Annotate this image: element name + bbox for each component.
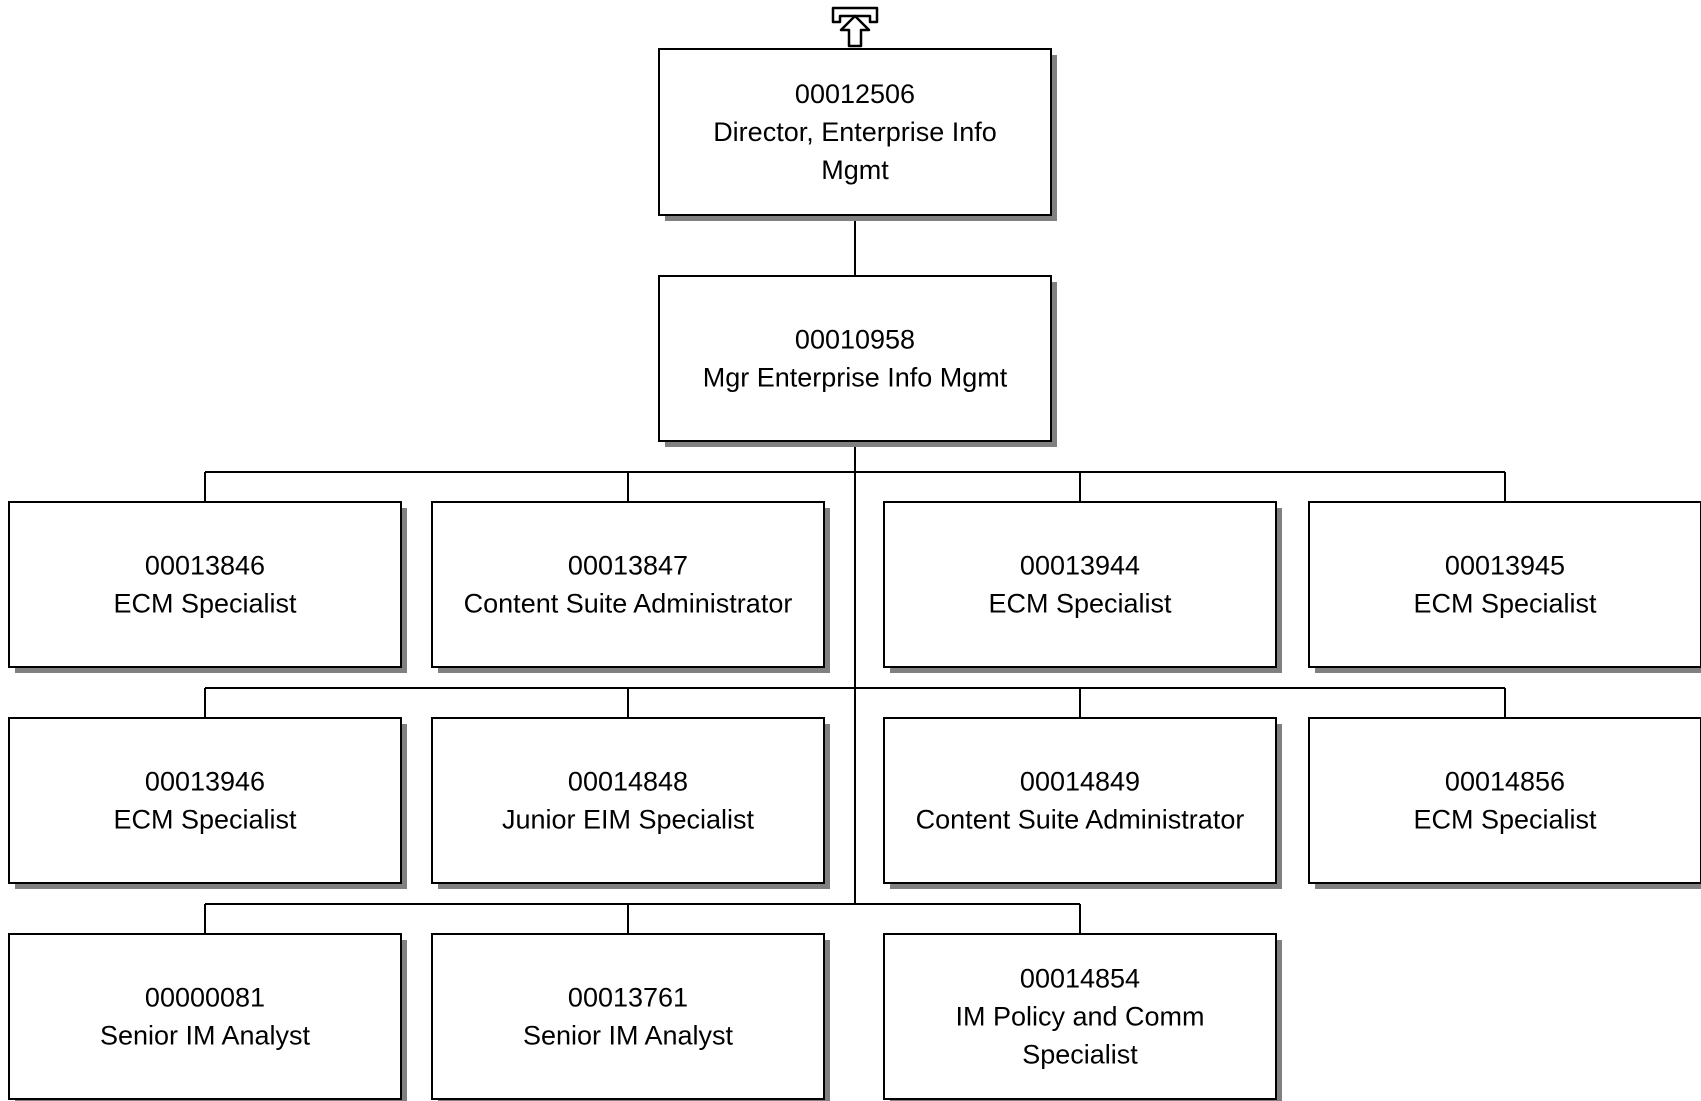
position-title: ECM Specialist xyxy=(1413,589,1597,619)
position-id: 00013846 xyxy=(145,551,265,581)
position-id: 00000081 xyxy=(145,983,265,1013)
position-title: IM Policy and Comm xyxy=(955,1002,1204,1032)
node-box xyxy=(1308,717,1701,884)
position-id: 00013761 xyxy=(568,983,688,1013)
node-box xyxy=(883,501,1277,668)
position-title: Director, Enterprise Info xyxy=(713,117,997,147)
position-id: 00014856 xyxy=(1445,767,1565,797)
up-arrow-icon[interactable] xyxy=(831,6,879,48)
node-box xyxy=(431,501,825,668)
node-box xyxy=(8,717,402,884)
position-title: Junior EIM Specialist xyxy=(502,805,755,835)
position-title: Senior IM Analyst xyxy=(100,1021,311,1051)
position-id: 00013944 xyxy=(1020,551,1140,581)
node-box xyxy=(1308,501,1701,668)
position-id: 00012506 xyxy=(795,79,915,109)
position-title: Content Suite Administrator xyxy=(916,805,1245,835)
position-id: 00014854 xyxy=(1020,964,1140,994)
node-box xyxy=(8,501,402,668)
position-title: ECM Specialist xyxy=(988,589,1172,619)
node-box xyxy=(883,933,1277,1100)
position-title: Specialist xyxy=(1022,1040,1138,1070)
position-title: ECM Specialist xyxy=(113,805,297,835)
position-title: Senior IM Analyst xyxy=(523,1021,734,1051)
position-title: Mgmt xyxy=(821,155,889,185)
node-box xyxy=(883,717,1277,884)
node-box xyxy=(431,717,825,884)
connector-lines xyxy=(204,215,1506,934)
position-id: 00013847 xyxy=(568,551,688,581)
node-box xyxy=(431,933,825,1100)
position-title: ECM Specialist xyxy=(1413,805,1597,835)
node-box xyxy=(658,275,1052,442)
position-id: 00010958 xyxy=(795,325,915,355)
position-id: 00013945 xyxy=(1445,551,1565,581)
position-id: 00014849 xyxy=(1020,767,1140,797)
position-title: Mgr Enterprise Info Mgmt xyxy=(703,363,1008,393)
position-title: ECM Specialist xyxy=(113,589,297,619)
position-id: 00013946 xyxy=(145,767,265,797)
node-box xyxy=(658,48,1052,216)
position-id: 00014848 xyxy=(568,767,688,797)
node-box xyxy=(8,933,402,1100)
position-title: Content Suite Administrator xyxy=(464,589,793,619)
